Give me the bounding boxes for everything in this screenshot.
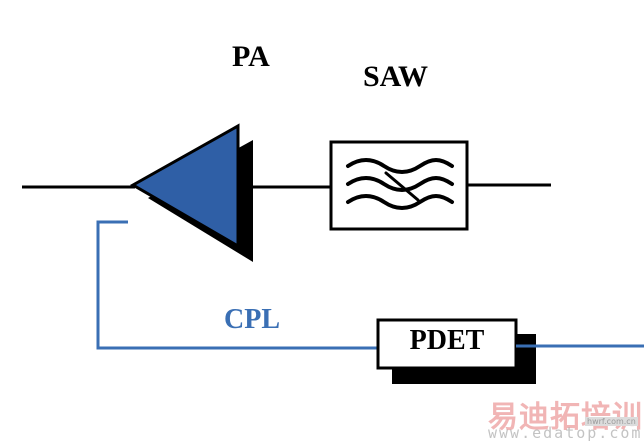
watermark-url: www.edatop.com xyxy=(488,424,643,442)
pdet-block xyxy=(376,318,536,384)
pdet-label: PDET xyxy=(409,325,485,356)
watermark-small: hwrf.com.cn xyxy=(585,417,638,426)
pa-label: PA xyxy=(232,40,270,73)
saw-slash xyxy=(384,171,420,202)
saw-label: SAW xyxy=(363,60,429,93)
saw-wave-3 xyxy=(346,194,454,210)
amplifier-triangle xyxy=(129,123,240,249)
saw-wave-2 xyxy=(346,176,454,192)
saw-filter-icon xyxy=(329,140,469,231)
coupler-line xyxy=(96,220,378,350)
amplifier-icon xyxy=(129,123,253,262)
cpl-label: CPL xyxy=(224,304,280,335)
saw-wave-1 xyxy=(346,158,454,174)
pdet-box xyxy=(376,318,518,370)
